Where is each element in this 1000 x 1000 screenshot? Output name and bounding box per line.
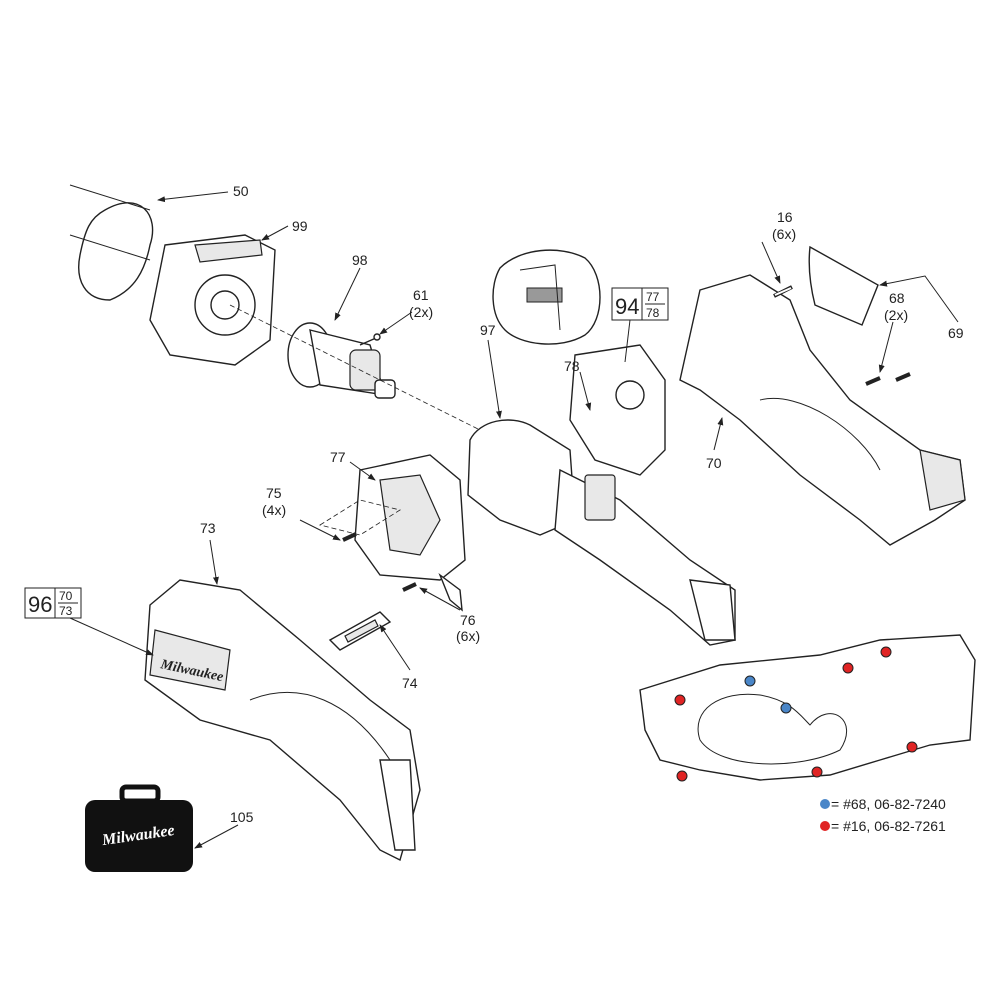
svg-text:70: 70 (59, 589, 73, 603)
detail-inset (492, 249, 601, 345)
legend-item-16: = #16, 06-82-7261 (831, 818, 946, 834)
legend-swatch-red (820, 821, 830, 831)
label-16: 16 (777, 209, 793, 225)
part-73-left-housing: Milwaukee (144, 579, 421, 862)
part-69-label (808, 245, 879, 326)
legend-item-68: = #68, 06-82-7240 (831, 796, 946, 812)
svg-text:96: 96 (28, 592, 52, 617)
part-105-carry-case: Milwaukee (85, 784, 193, 872)
label-76-qty: (6x) (456, 628, 480, 644)
label-76: 76 (460, 612, 476, 628)
kit-94-label: 94 77 78 (611, 287, 669, 321)
label-61: 61 (413, 287, 429, 303)
label-74: 74 (402, 675, 418, 691)
part-16-screw (773, 285, 793, 298)
svg-text:77: 77 (646, 290, 660, 304)
legend: = #68, 06-82-7240 = #16, 06-82-7261 (820, 796, 946, 834)
label-75-qty: (4x) (262, 502, 286, 518)
label-105: 105 (230, 809, 254, 825)
part-77-gear-housing (354, 454, 466, 612)
part-61-screw (359, 333, 381, 346)
label-75: 75 (266, 485, 282, 501)
svg-text:73: 73 (59, 604, 73, 618)
label-50: 50 (233, 183, 249, 199)
label-78: 78 (564, 358, 580, 374)
label-68-qty: (2x) (884, 307, 908, 323)
label-61-qty: (2x) (409, 304, 433, 320)
part-97-stator-assembly (467, 419, 736, 646)
part-78-motor-cover (569, 344, 666, 476)
part-99-end-cap (149, 234, 276, 366)
svg-text:78: 78 (646, 306, 660, 320)
kit-96-label: 96 70 73 (24, 587, 82, 619)
label-16-qty: (6x) (772, 226, 796, 242)
svg-text:94: 94 (615, 294, 639, 319)
label-69: 69 (948, 325, 964, 341)
label-70: 70 (706, 455, 722, 471)
part-70-right-housing (679, 274, 966, 546)
part-68-screw (865, 372, 911, 386)
label-68: 68 (889, 290, 905, 306)
label-98: 98 (352, 252, 368, 268)
part-50-gasket (69, 184, 154, 301)
label-77: 77 (330, 449, 346, 465)
legend-swatch-blue (820, 799, 830, 809)
label-73: 73 (200, 520, 216, 536)
part-98-rotor (287, 322, 396, 399)
part-74-trigger (328, 611, 392, 651)
label-97: 97 (480, 322, 496, 338)
screw-location-view (639, 634, 976, 782)
label-99: 99 (292, 218, 308, 234)
